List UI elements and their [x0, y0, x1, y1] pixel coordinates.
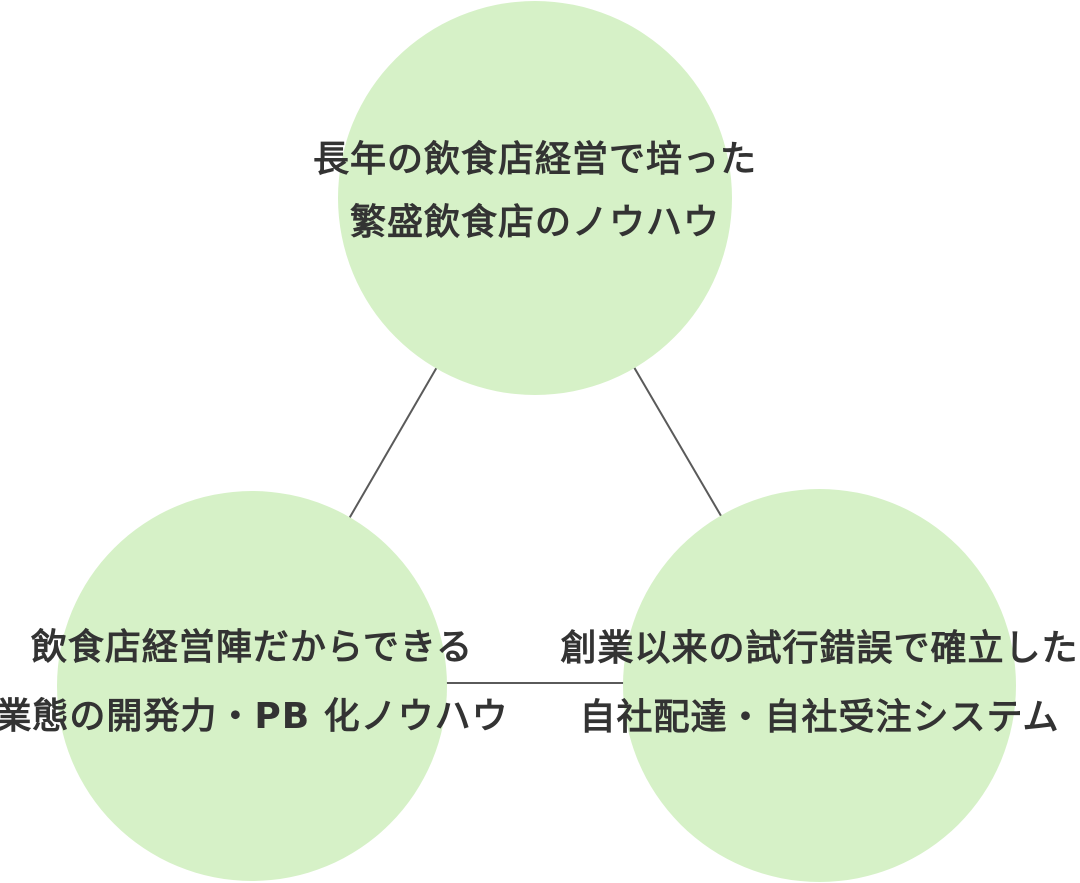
node-top-label: 長年の飲食店経営で培った 繁盛飲食店のノウハウ — [313, 128, 757, 254]
node-bottom-right-label-line2: 自社配達・自社受注システム — [579, 696, 1060, 738]
node-bottom-left-label-line2: 業態の開発力・PB 化ノウハウ — [0, 696, 509, 737]
node-top-label-line1: 長年の飲食店経営で培った — [313, 139, 758, 180]
node-bottom-left-circle: 飲食店経営陣だからできる 業態の開発力・PB 化ノウハウ — [0, 491, 508, 881]
node-top-circle: 長年の飲食店経営で培った 繁盛飲食店のノウハウ — [313, 1, 756, 395]
node-bottom-right-circle: 創業以来の試行錯誤で確立した 自社配達・自社受注システム — [561, 489, 1078, 882]
node-bottom-right-label-line1: 創業以来の試行錯誤で確立した — [560, 627, 1079, 669]
node-bottom-left-label-line1: 飲食店経営陣だからできる — [30, 627, 474, 668]
node-bottom-right-label: 創業以来の試行錯誤で確立した 自社配達・自社受注システム — [561, 614, 1079, 752]
node-top-label-line2: 繁盛飲食店のノウハウ — [350, 202, 721, 243]
node-bottom-left-label: 飲食店経営陣だからできる 業態の開発力・PB 化ノウハウ — [0, 613, 509, 751]
